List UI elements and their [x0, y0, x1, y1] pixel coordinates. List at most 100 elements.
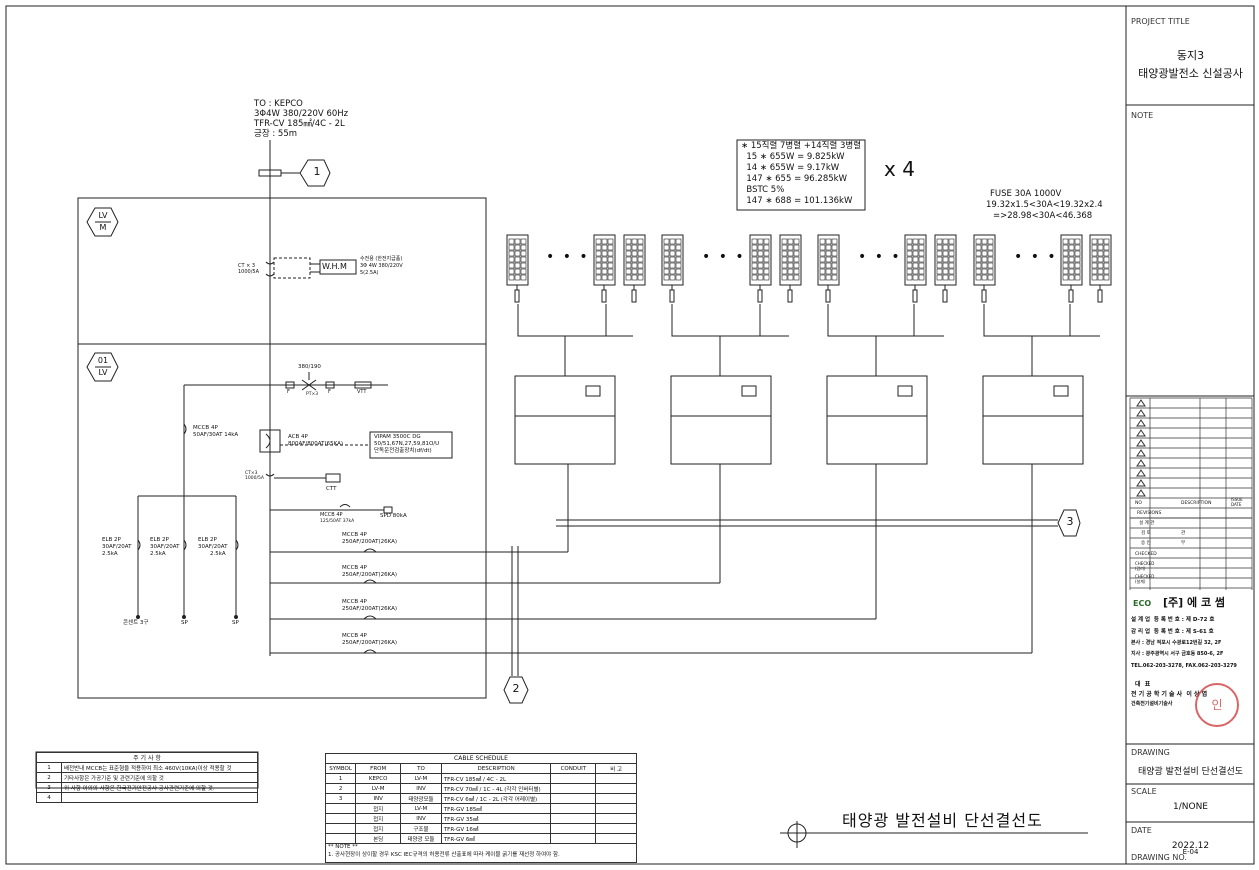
company-seal-stamp: 인 [1195, 683, 1239, 727]
note-no: 4 [36, 792, 62, 803]
cable-schedule-table: CABLE SCHEDULE SYMBOL FROM TO DESCRIPTIO… [324, 753, 637, 863]
pv-module [934, 234, 957, 303]
pv-calc-6: 147 ∗ 688 = 101.136kW [741, 196, 853, 206]
cable-to: 구조물 [400, 823, 442, 834]
cable-header: SYMBOL [324, 763, 357, 774]
marker-3-hex [1057, 509, 1081, 537]
cable-desc: TFR-CV 70㎟ / 1C - 4L (각각 인버터별) [440, 783, 552, 794]
spd-label: SPD 80kA [380, 513, 407, 519]
elb-3-line1: ELB 2P [198, 537, 217, 543]
pv-module [506, 234, 529, 303]
supply-line2: TFR-CV 185㎟/4C - 2L [254, 119, 345, 129]
drawing-title: 태양광 발전설비 단선결선도 [842, 811, 1043, 830]
cable-header: CONDUIT [550, 763, 597, 774]
cable-from: 본딩 [355, 833, 402, 844]
ct2-label: CT×3 1000/5A [245, 471, 264, 482]
elb-2-line2: 30AF/20AT [150, 544, 180, 550]
pv-module [1060, 234, 1083, 303]
feeder-3-line2: 250AF/200AT(26KA) [342, 606, 398, 612]
feeder-4-line1: MCCB 4P [342, 633, 367, 639]
marker-1-hex [299, 159, 331, 187]
spd-mccb-symbol [339, 504, 351, 508]
cable-desc: TFR-CV 185㎟ / 4C - 2L [440, 773, 552, 784]
title-block: PROJECT TITLE 동지3 태양광발전소 신설공사 NOTE NO DE… [1127, 7, 1254, 864]
lvm-hex [86, 207, 119, 237]
note-label: NOTE [1131, 111, 1154, 120]
inverter-3 [826, 375, 928, 465]
reg-supervision: 감 리 업 등 록 번 호 : 제 S-61 호 [1131, 629, 1214, 635]
mccb-main-symbol [183, 423, 187, 435]
date-label: DATE [1131, 826, 1152, 835]
cable-header: DESCRIPTION [440, 763, 552, 774]
cable-to: INV [400, 783, 442, 794]
notes-title: 주 기 사 항 [36, 752, 258, 763]
marker-2-hex [503, 676, 529, 704]
fuse-line1: FUSE 30A 1000V [990, 189, 1062, 199]
feeder-4-line2: 250AF/200AT(26KA) [342, 640, 398, 646]
spd-mccb-line2: 125/50AT 37kA [320, 519, 355, 524]
scale-label: SCALE [1131, 787, 1157, 796]
mccb-main-line1: MCCB 4P [193, 425, 218, 431]
cable-from: 접지 [355, 823, 402, 834]
project-title-label: PROJECT TITLE [1131, 17, 1190, 26]
cable-to: 태양광모듈 [400, 793, 442, 804]
cable-symbol: 3 [324, 793, 357, 804]
marker-1-label: 1 [313, 165, 321, 178]
pv-module [973, 234, 996, 303]
elb-2-line3: 2.5kA [150, 551, 166, 557]
inverter-4 [982, 375, 1084, 465]
cable-from: 접지 [355, 803, 402, 814]
revisions-label: REVISIONS [1137, 511, 1162, 516]
address-branch: 지사 : 광주광역시 서구 금호동 850-6, 2F [1131, 651, 1224, 657]
inverter-2 [670, 375, 772, 465]
pv-calc-2: 15 ∗ 655W = 9.825kW [741, 152, 845, 162]
pv-module [749, 234, 772, 303]
revision-triangle-icon [1136, 449, 1146, 457]
elb-1-load: 콘센트 3구 [123, 620, 149, 626]
note-text [61, 792, 258, 803]
supply-line3: 긍장 : 55m [254, 129, 298, 139]
reg-design: 설 계 업 등 록 번 호 : 제 D-72 호 [1131, 617, 1215, 623]
ctt-block [325, 473, 341, 483]
strings-collect-3 [827, 304, 944, 376]
pv-module [779, 234, 802, 303]
acb-box [259, 429, 281, 453]
checked-3: CHECKED (설계) [1135, 574, 1155, 584]
cable-desc: TFR-GV 185㎟ [440, 803, 552, 814]
meter-desc-1: 수전용 (한전지급품) [360, 256, 403, 262]
company-logo: ECO [1133, 599, 1152, 608]
pv-calc-4: 147 ∗ 655 = 96.285kW [741, 174, 847, 184]
string-ellipsis-3: • • • [858, 249, 902, 265]
pv-calc-3: 14 ∗ 655W = 9.17kW [741, 163, 840, 173]
cable-desc: TFR-GV 35㎟ [440, 813, 552, 824]
pv-arrays [506, 234, 1112, 303]
note-no: 3 [36, 782, 62, 793]
cable-from: 접지 [355, 813, 402, 824]
whm-box [319, 259, 357, 275]
note-text: 기타사항은 가공기준 및 관련기준에 의할 것 [61, 772, 258, 783]
tel-fax: TEL.062-203-3278, FAX.062-203-3279 [1131, 663, 1237, 669]
revision-triangle-icon [1136, 479, 1146, 487]
array-multiplier: x 4 [884, 157, 915, 181]
address-hq: 본사 : 경남 적포시 수광로12번길 32, 2F [1131, 640, 1222, 646]
pv-module [1089, 234, 1112, 303]
vtt-label: VTT [357, 389, 367, 395]
pt-ratio: 380/190 [298, 364, 321, 370]
spd-block [383, 506, 393, 514]
cable-desc: TFR-GV 16㎟ [440, 823, 552, 834]
whm-label: W.H.M [322, 262, 347, 271]
revision-triangle-icon [1136, 409, 1146, 417]
vipam-relay-box [369, 431, 453, 459]
ct-label: CT × 3 1000/5A [238, 263, 260, 275]
revision-triangle-icon [1136, 419, 1146, 427]
revision-triangle-icon [1136, 469, 1146, 477]
cable-symbol: 1 [324, 773, 357, 784]
vipam-line1: VIPAM 3500C DG [374, 434, 421, 440]
note-no: 2 [36, 772, 62, 783]
revision-triangle-icon [1136, 429, 1146, 437]
cable-title: CABLE SCHEDULE [325, 753, 637, 764]
cable-desc: TFR-GV 6㎟ [440, 833, 552, 844]
feeder-1-line2: 250AF/200AT(26KA) [342, 539, 398, 545]
